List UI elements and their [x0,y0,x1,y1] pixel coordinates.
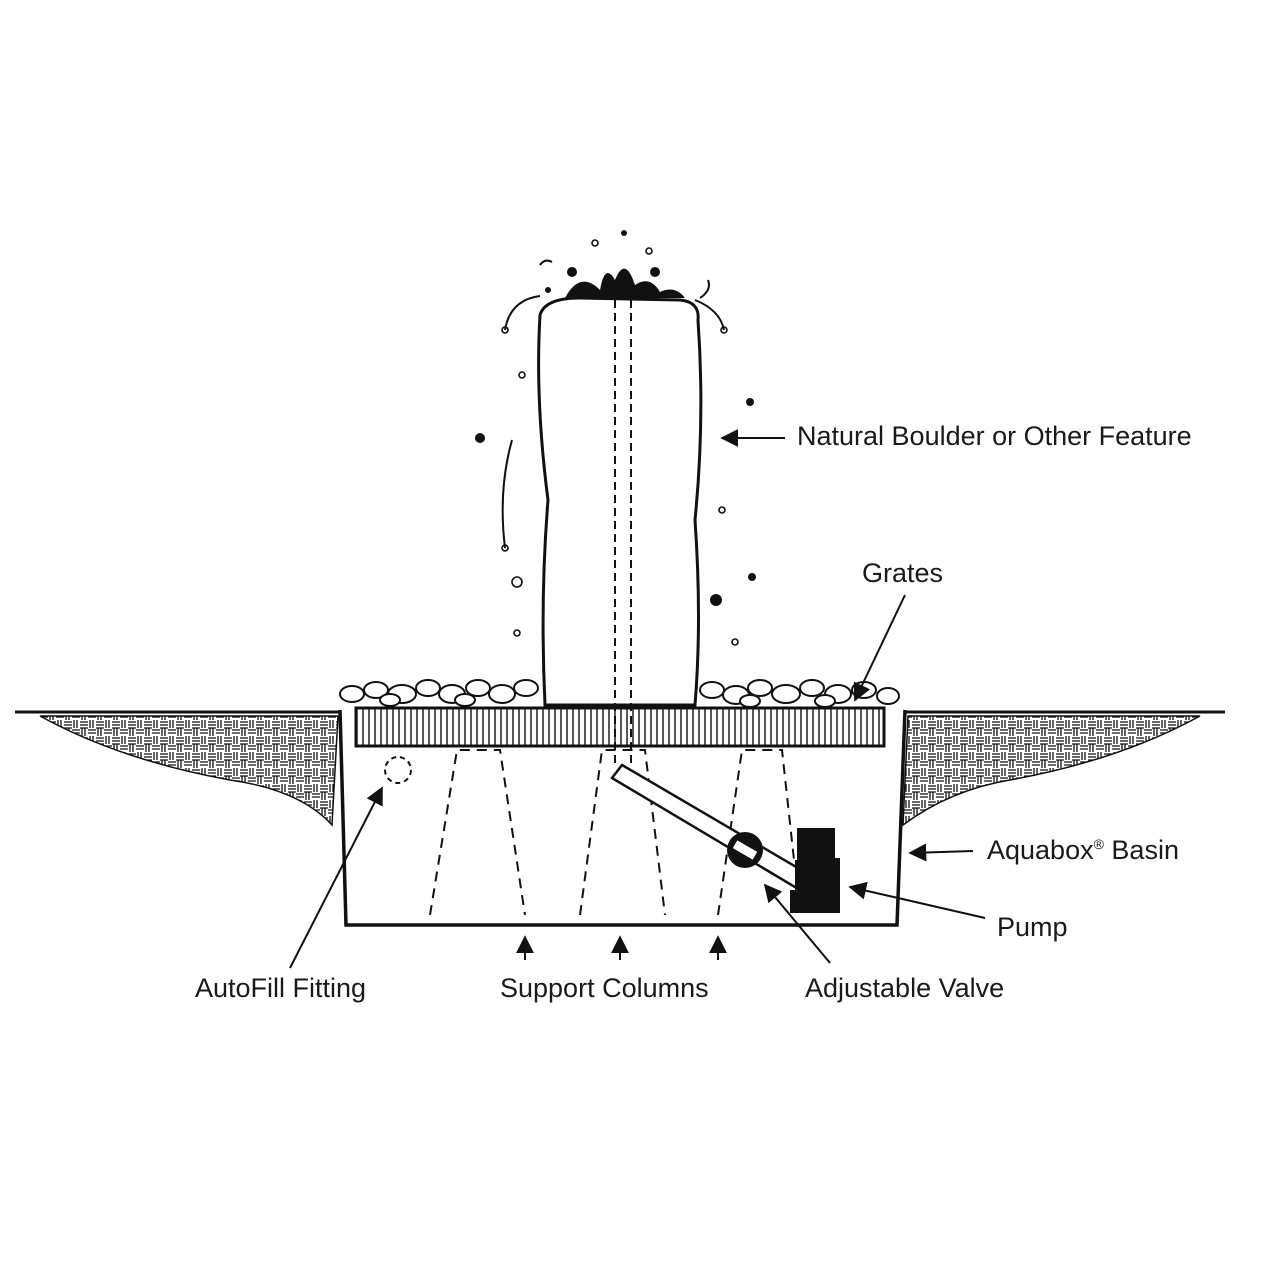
gravel [339,679,900,708]
water-droplets [475,230,756,606]
arrow-grates [853,594,906,702]
water-bubbles [501,239,739,646]
pump [790,828,840,913]
natural-boulder [537,296,703,707]
label-boulder: Natural Boulder or Other Feature [797,421,1192,451]
adjustable-valve [727,832,763,868]
autofill-fitting [384,756,412,784]
soil-right [902,715,1201,827]
arrow-valve [763,883,831,964]
support-columns [429,749,801,916]
label-grates: Grates [862,558,944,588]
arrow-basin [908,843,974,862]
label-valve: Adjustable Valve [805,973,1005,1003]
riser-pipe [614,300,632,768]
water-arcs [501,259,725,549]
support-column [429,749,526,916]
support-column [717,749,801,916]
soil-left [39,715,339,827]
label-support-columns: Support Columns [500,973,709,1003]
label-autofill: AutoFill Fitting [195,973,367,1003]
basin-suffix: Basin [1103,835,1179,865]
registered-mark: ® [1093,836,1104,852]
arrow-autofill [289,786,383,969]
basin-name: Aquabox [987,835,1094,865]
label-pump: Pump [997,912,1068,942]
label-basin: Aquabox® Basin [987,835,1179,866]
arrow-pump [848,881,986,919]
aquabox-basin [338,709,907,927]
label-arrows [289,429,986,969]
splash-top [565,268,685,298]
grate [354,706,886,748]
support-column [579,749,666,916]
